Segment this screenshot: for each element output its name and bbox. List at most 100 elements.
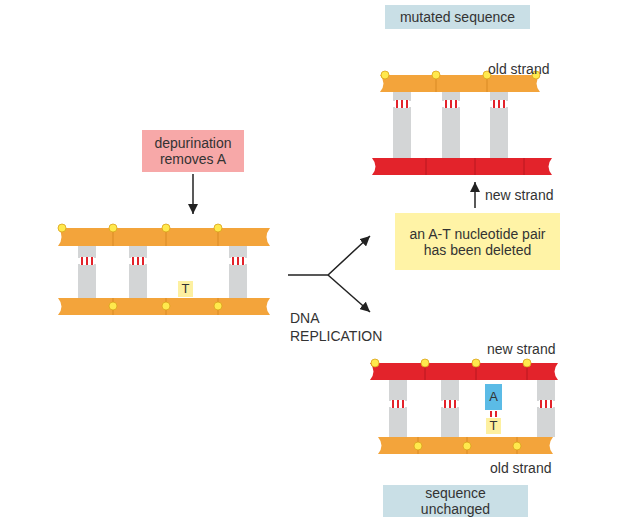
phosphate-dot — [421, 359, 429, 367]
base — [229, 264, 247, 298]
hydrogen-bond — [392, 400, 394, 408]
node-text: an A-T nucleotide pair has been deleted — [403, 226, 552, 258]
base-pair — [129, 246, 147, 298]
base-pair — [393, 92, 411, 158]
phosphate-dot — [214, 302, 222, 310]
base-pair — [442, 92, 460, 158]
hydrogen-bond — [132, 257, 134, 265]
hydrogen-bond — [396, 100, 398, 108]
phosphate-dot — [162, 302, 170, 310]
bond-gap — [391, 400, 405, 408]
hydrogen-bond — [402, 400, 404, 408]
base-letter: A — [485, 384, 502, 410]
phosphate-dot — [381, 71, 389, 79]
phosphate-dot — [58, 224, 66, 232]
base — [78, 264, 96, 298]
note-box: an A-T nucleotide pair has been deleted — [395, 213, 560, 270]
base — [389, 380, 407, 401]
base — [441, 380, 459, 401]
node-text: T — [182, 281, 190, 297]
phosphate-dot — [162, 224, 170, 232]
hydrogen-bond — [401, 100, 403, 108]
node-text: A — [489, 389, 498, 405]
base — [442, 92, 460, 101]
heading-box: mutated sequence — [385, 5, 530, 29]
phosphate-dot — [472, 359, 480, 367]
base — [393, 92, 411, 101]
base — [490, 92, 508, 101]
hydrogen-bond — [498, 100, 500, 108]
hydrogen-bond — [449, 400, 451, 408]
pointer-arrow — [474, 182, 476, 208]
hydrogen-bond — [545, 400, 547, 408]
base — [393, 107, 411, 158]
hydrogen-bond — [493, 100, 495, 108]
base — [537, 380, 555, 401]
base-pair — [441, 380, 459, 437]
event-box: depurination removes A — [142, 130, 244, 172]
hydrogen-bond — [232, 257, 234, 265]
node-text: sequence unchanged — [391, 485, 520, 517]
bond-gap — [395, 100, 409, 108]
strand-label: old strand — [490, 459, 590, 477]
depurination-arrow — [192, 174, 194, 214]
backbone-joint — [475, 158, 476, 175]
process-label: DNA REPLICATION — [290, 309, 390, 345]
node-text: mutated sequence — [400, 9, 515, 25]
hydrogen-bond — [490, 411, 492, 417]
hydrogen-bond — [242, 257, 244, 265]
bond-gap — [492, 100, 506, 108]
bond-gap — [443, 400, 457, 408]
phosphate-dot — [109, 302, 117, 310]
hydrogen-bond — [91, 257, 93, 265]
bond-gap — [131, 257, 145, 265]
phosphate-dot — [214, 224, 222, 232]
hydrogen-bond — [137, 257, 139, 265]
backbone-band — [380, 75, 540, 92]
dna-backbone — [58, 298, 270, 315]
phosphate-dot — [109, 224, 117, 232]
phosphate-dot — [371, 359, 379, 367]
base — [442, 107, 460, 158]
bond-gap — [444, 100, 458, 108]
strand-label: old strand — [488, 60, 588, 78]
hydrogen-bond — [142, 257, 144, 265]
hydrogen-bond — [237, 257, 239, 265]
backbone-band — [372, 158, 552, 175]
heading-box: sequence unchanged — [383, 485, 528, 517]
hydrogen-bond — [444, 400, 446, 408]
strand-label: new strand — [487, 340, 587, 358]
base — [129, 246, 147, 258]
backbone-band — [58, 298, 270, 315]
node-text: T — [490, 418, 498, 434]
base-letter: T — [486, 418, 501, 434]
strand-label: new strand — [485, 186, 585, 204]
replication-arrow — [288, 236, 370, 275]
hydrogen-bond — [86, 257, 88, 265]
hydrogen-bond — [406, 100, 408, 108]
hydrogen-bond — [450, 100, 452, 108]
dna-backbone — [58, 224, 270, 246]
base — [129, 264, 147, 298]
hydrogen-bond — [495, 411, 497, 417]
base-pair — [389, 380, 407, 437]
hydrogen-bond — [454, 400, 456, 408]
base — [389, 407, 407, 437]
dna-backbone — [370, 359, 558, 380]
base-pair — [229, 246, 247, 298]
hydrogen-bond — [503, 100, 505, 108]
node-text: depurination removes A — [150, 135, 236, 167]
base — [490, 107, 508, 158]
phosphate-dot — [523, 359, 531, 367]
hydrogen-bond — [445, 100, 447, 108]
hydrogen-bond — [81, 257, 83, 265]
backbone-band — [378, 437, 553, 454]
bond-gap — [539, 400, 553, 408]
base — [441, 407, 459, 437]
base — [78, 246, 96, 258]
base-pair — [490, 92, 508, 158]
bond-gap — [80, 257, 94, 265]
hydrogen-bond — [550, 400, 552, 408]
